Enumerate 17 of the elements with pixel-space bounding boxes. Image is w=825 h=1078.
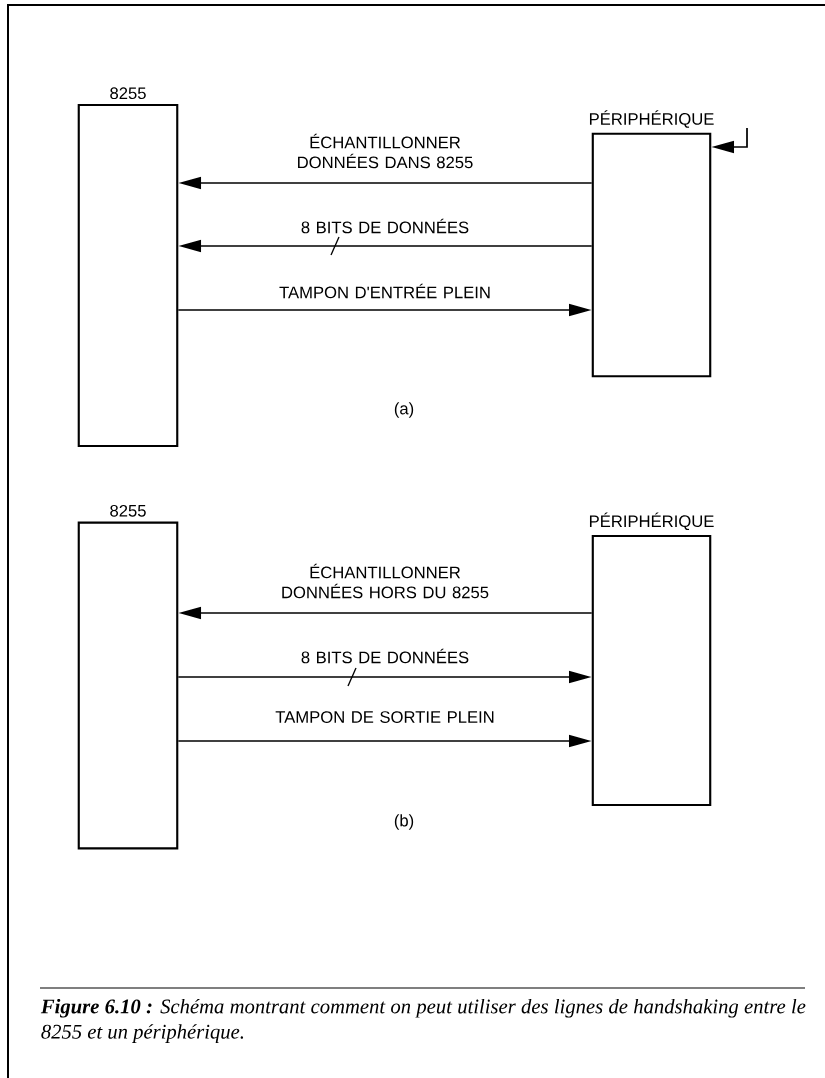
edge-label: ÉCHANTILLONNER DONNÉES HORS DU 8255	[282, 563, 489, 599]
edge-label: ÉCHANTILLONNER DONNÉES DANS 8255	[298, 133, 473, 169]
chip-box: 8255	[77, 87, 179, 448]
chip-box: PÉRIPHÉRIQUE	[590, 110, 714, 378]
chip-box: 8255	[77, 504, 179, 850]
figure-caption: Figure 6.10 : Schéma montrant comment on peut utiliser des lignes de handshaking entre le 8255 et un périphérique.	[40, 998, 806, 1043]
panel-label: (a)	[394, 402, 414, 418]
node-label: PÉRIPHÉRIQUE	[589, 512, 714, 531]
edge-label: 8 BITS DE DONNÉES	[301, 218, 469, 234]
panel-label: (b)	[394, 814, 414, 830]
node-label: PÉRIPHÉRIQUE	[589, 110, 714, 128]
edge-label: TAMPON DE SORTIE PLEIN	[275, 711, 494, 723]
chip-box: PÉRIPHÉRIQUE	[590, 512, 714, 807]
edge-label: TAMPON D'ENTRÉE PLEIN	[279, 283, 490, 299]
node-label: 8255	[110, 87, 146, 100]
node-label: 8255	[110, 504, 146, 517]
edge-label: 8 BITS DE DONNÉES	[301, 648, 469, 664]
